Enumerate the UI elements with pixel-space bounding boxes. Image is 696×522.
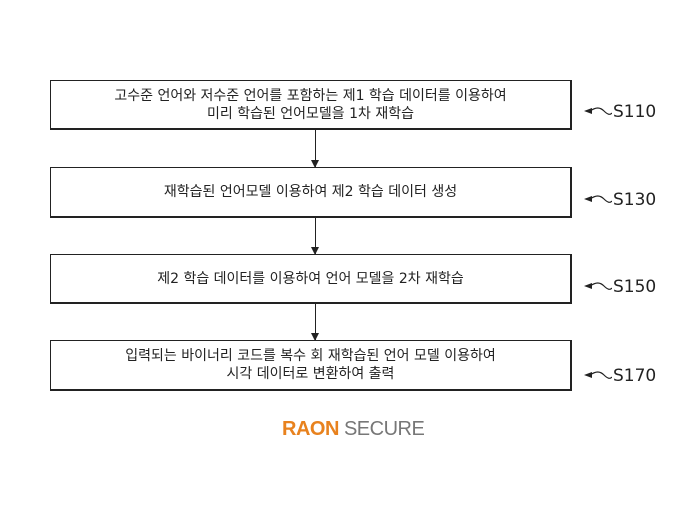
- step-label-s130: S130: [582, 190, 656, 210]
- step-id: S110: [613, 102, 657, 122]
- step-text: 제2 학습 데이터를 이용하여 언어 모델을 2차 재학습: [157, 270, 464, 287]
- leader-arrow-icon: [584, 107, 612, 115]
- step-label-s110: S110: [582, 102, 656, 122]
- step-text: 재학습된 언어모델 이용하여 제2 학습 데이터 생성: [163, 184, 458, 200]
- raonsecure-logo: RAON SECURE: [282, 418, 425, 441]
- step-text: 입력되는 바이너리 코드를 복수 회 재학습된 언어 모델 이용하여: [125, 348, 496, 364]
- step-id: S170: [613, 366, 657, 386]
- step-text: 고수준 언어와 저수준 언어를 포함하는 제1 학습 데이터를 이용하여: [114, 87, 507, 104]
- step-label-s150: S150: [582, 277, 656, 297]
- logo-part1: RAON: [282, 418, 339, 440]
- step-box-s130: 재학습된 언어모델 이용하여 제2 학습 데이터 생성: [50, 167, 572, 218]
- step-box-s110: 고수준 언어와 저수준 언어를 포함하는 제1 학습 데이터를 이용하여 미리 …: [50, 80, 572, 130]
- step-label-s170: S170: [582, 366, 656, 386]
- logo-part2: SECURE: [343, 418, 425, 440]
- step-box-s150: 제2 학습 데이터를 이용하여 언어 모델을 2차 재학습: [50, 254, 572, 304]
- flow-arrow: [311, 218, 319, 255]
- step-text: 미리 학습된 언어모델을 1차 재학습: [206, 105, 415, 122]
- step-id: S150: [613, 277, 657, 297]
- step-box-s170: 입력되는 바이너리 코드를 복수 회 재학습된 언어 모델 이용하여 시각 데이…: [50, 340, 572, 391]
- step-id: S130: [613, 190, 657, 210]
- flow-arrow: [311, 130, 319, 168]
- leader-arrow-icon: [584, 195, 612, 203]
- leader-arrow-icon: [584, 282, 612, 290]
- leader-arrow-icon: [584, 371, 612, 379]
- flow-arrow: [311, 304, 319, 341]
- step-text: 시각 데이터로 변환하여 출력: [226, 366, 395, 382]
